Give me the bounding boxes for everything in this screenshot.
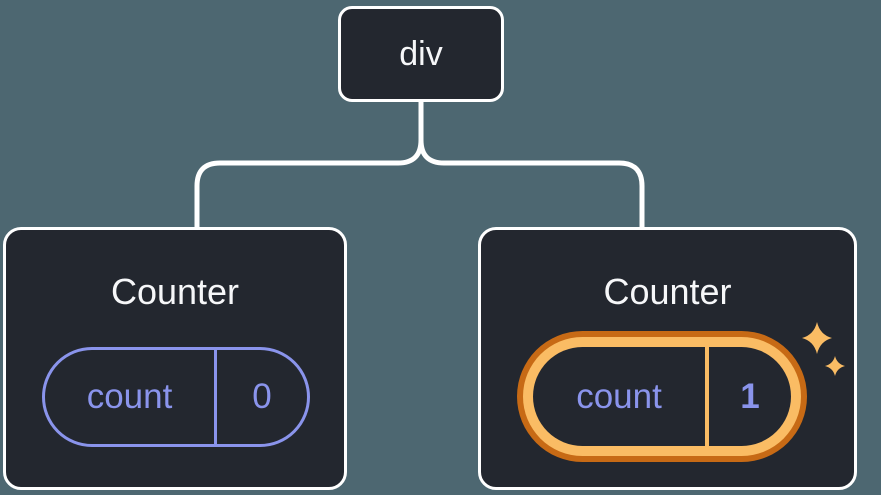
state-pill-right: count 1 [533,347,791,446]
state-key-cell: count [533,347,705,446]
component-title: Counter [603,271,732,312]
state-value-cell: 1 [709,347,791,446]
state-pill-left: count 0 [42,347,310,447]
pill-divider [705,347,709,446]
state-key-cell: count [45,350,217,444]
state-highlight-ring-inner: count 1 [523,337,801,456]
counter-component-right: Counter count 1 [478,227,857,490]
state-highlight-ring: count 1 [517,331,807,462]
root-node: div [338,6,504,102]
connector-right-branch [418,139,645,229]
counter-component-left: Counter count 0 [3,227,347,490]
root-node-label: div [399,34,443,73]
state-value: 0 [252,377,272,416]
connector-left-branch [194,101,424,229]
state-key-label: count [86,377,173,416]
component-title: Counter [110,271,240,312]
state-key-label: count [576,376,662,416]
state-value-cell: 0 [217,350,307,444]
state-value: 1 [740,376,760,416]
